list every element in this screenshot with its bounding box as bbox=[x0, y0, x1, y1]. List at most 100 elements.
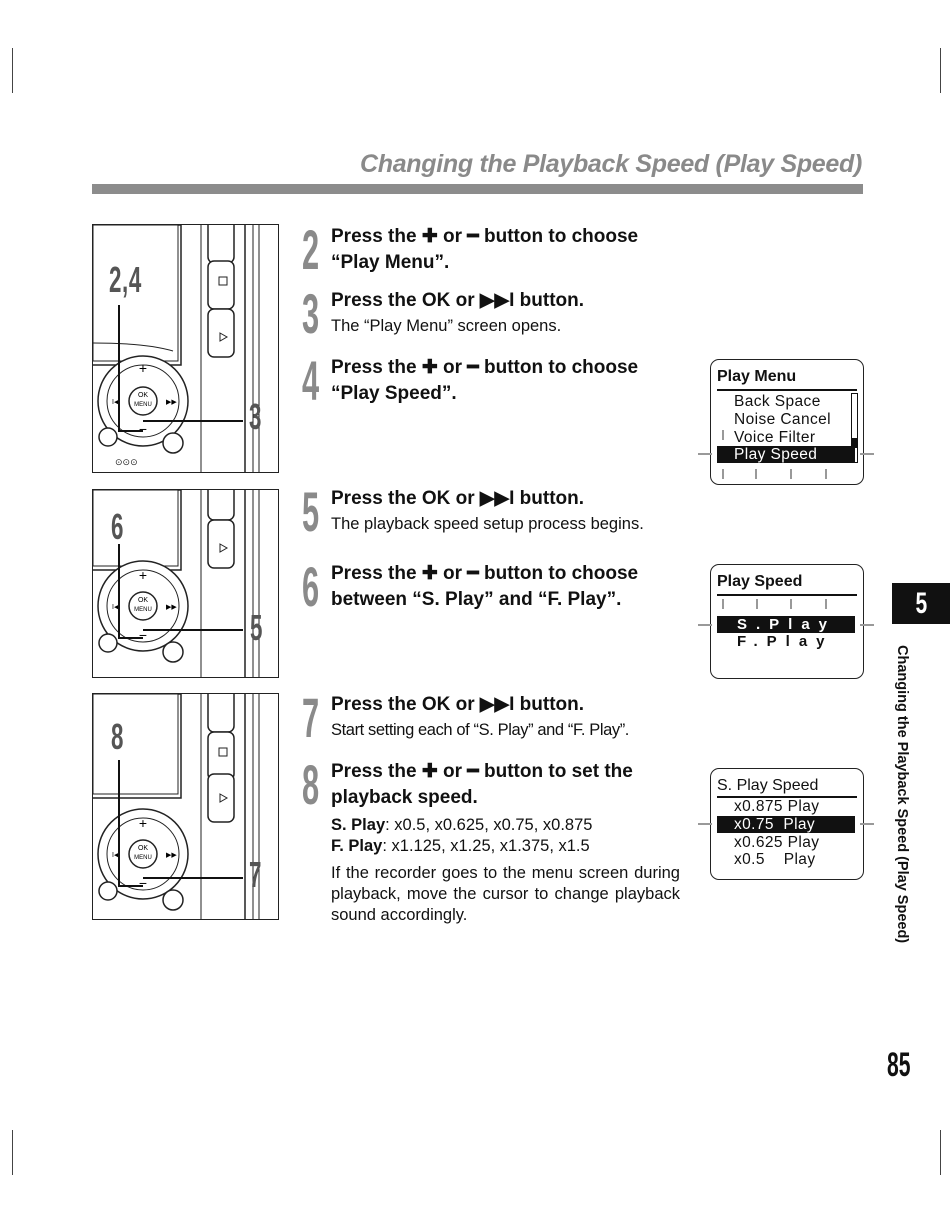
lcd-menu-item: x0.875 Play bbox=[734, 798, 820, 815]
svg-text:−: − bbox=[139, 875, 147, 891]
lcd-menu-item-selected: Play Speed bbox=[717, 446, 855, 463]
blink-indicator bbox=[825, 469, 827, 479]
step-7: 7 Press the OK or ▶▶I button. Start sett… bbox=[302, 690, 680, 746]
svg-text:−: − bbox=[139, 627, 147, 643]
step-number: 3 bbox=[302, 282, 320, 345]
blink-indicator bbox=[790, 469, 792, 479]
page-header-title: Changing the Playback Speed (Play Speed) bbox=[359, 150, 862, 178]
lcd-title-rule bbox=[717, 594, 857, 596]
header-rule bbox=[92, 184, 863, 194]
chapter-tab: 5 bbox=[892, 583, 950, 624]
blink-indicator bbox=[722, 430, 724, 440]
step-title: Press the ✚ or ━ button to set the playb… bbox=[331, 761, 633, 808]
splay-values-line: S. Play: x0.5, x0.625, x0.75, x0.875 bbox=[331, 815, 680, 836]
crop-mark bbox=[940, 48, 941, 93]
blink-indicator bbox=[722, 469, 724, 479]
step-5: 5 Press the OK or ▶▶I button. The playba… bbox=[302, 484, 680, 540]
recorder-illustration: OK MENU + − I◀ ▶▶ bbox=[93, 694, 260, 919]
step-title: Press the OK or ▶▶I button. bbox=[331, 290, 585, 311]
svg-text:▶▶: ▶▶ bbox=[166, 852, 177, 859]
crop-mark bbox=[940, 1130, 941, 1175]
lcd-menu-item: x0.625 Play bbox=[734, 834, 820, 851]
fplay-values-line: F. Play: x1.125, x1.25, x1.375, x1.5 bbox=[331, 836, 680, 857]
step-note: If the recorder goes to the menu screen … bbox=[331, 864, 680, 924]
blink-indicator bbox=[825, 599, 827, 609]
lcd-scrollbar-thumb bbox=[851, 438, 858, 448]
step-title: Press the OK or ▶▶I button. bbox=[331, 488, 585, 509]
blink-indicator bbox=[790, 599, 792, 609]
svg-text:−: − bbox=[139, 421, 147, 437]
figure-callout: 6 bbox=[111, 506, 125, 547]
fplay-values: : x1.125, x1.25, x1.375, x1.5 bbox=[382, 837, 590, 855]
lcd-menu-item-selected: S.Play bbox=[717, 616, 855, 633]
step-6: 6 Press the ✚ or ━ button to choose betw… bbox=[302, 559, 680, 615]
svg-text:▶▶: ▶▶ bbox=[166, 604, 177, 611]
svg-text:⊙⊙⊙: ⊙⊙⊙ bbox=[115, 457, 138, 467]
step-4: 4 Press the ✚ or ━ button to choose “Pla… bbox=[302, 349, 680, 412]
step-number: 5 bbox=[302, 480, 320, 543]
lcd-menu-item: Noise Cancel bbox=[734, 411, 831, 428]
crop-mark bbox=[12, 48, 13, 93]
side-section-label: Changing the Playback Speed (Play Speed) bbox=[886, 645, 916, 995]
chapter-number: 5 bbox=[915, 587, 927, 620]
lcd-menu-item: Voice Filter bbox=[734, 429, 816, 446]
step-title: Press the OK or ▶▶I button. bbox=[331, 694, 585, 715]
blink-indicator bbox=[860, 453, 874, 455]
blink-indicator bbox=[860, 624, 874, 626]
svg-text:+: + bbox=[139, 815, 147, 831]
figure-callout: 8 bbox=[111, 716, 125, 757]
splay-label: S. Play bbox=[331, 816, 386, 834]
fplay-label: F. Play bbox=[331, 837, 383, 855]
step-number: 7 bbox=[302, 686, 320, 749]
blink-indicator bbox=[698, 823, 712, 825]
blink-indicator bbox=[756, 599, 758, 609]
side-label-text: Changing the Playback Speed (Play Speed) bbox=[894, 645, 910, 944]
lcd-menu-item: x0.5 Play bbox=[734, 851, 816, 868]
blink-indicator bbox=[755, 469, 757, 479]
blink-indicator bbox=[698, 624, 712, 626]
lcd-scrollbar-track bbox=[851, 393, 858, 463]
lcd-play-speed: Play Speed S.Play F.Play bbox=[710, 564, 864, 679]
svg-text:MENU: MENU bbox=[134, 855, 152, 861]
lcd-play-menu: Play Menu Back Space Noise Cancel Voice … bbox=[710, 359, 864, 485]
recorder-figure: OK MENU + − I◀ ▶▶ 8 7 bbox=[92, 693, 279, 920]
lcd-menu-item: Back Space bbox=[734, 393, 821, 410]
figure-callout: 2,4 bbox=[109, 259, 142, 300]
recorder-figure: OK MENU + − I◀ ▶▶ ⊙⊙⊙ 2,4 3 bbox=[92, 224, 279, 473]
splay-values: : x0.5, x0.625, x0.75, x0.875 bbox=[385, 816, 593, 834]
blink-indicator bbox=[722, 599, 724, 609]
lcd-title: Play Menu bbox=[717, 368, 797, 385]
recorder-figure: OK MENU + − I◀ ▶▶ 6 5 bbox=[92, 489, 279, 678]
svg-text:OK: OK bbox=[138, 597, 148, 604]
svg-text:OK: OK bbox=[138, 392, 148, 399]
step-title: Press the ✚ or ━ button to choose “Play … bbox=[331, 226, 639, 273]
figure-callout: 3 bbox=[249, 396, 263, 437]
svg-text:OK: OK bbox=[138, 845, 148, 852]
lcd-title-rule bbox=[717, 796, 857, 798]
step-title: Press the ✚ or ━ button to choose betwee… bbox=[331, 563, 639, 610]
svg-text:+: + bbox=[139, 567, 147, 583]
step-8: 8 Press the ✚ or ━ button to set the pla… bbox=[302, 757, 680, 926]
svg-text:I◀: I◀ bbox=[112, 852, 120, 859]
svg-text:I◀: I◀ bbox=[112, 604, 120, 611]
lcd-title: S. Play Speed bbox=[717, 777, 819, 794]
lcd-title: Play Speed bbox=[717, 573, 803, 590]
step-description: The “Play Menu” screen opens. bbox=[331, 317, 562, 335]
recorder-illustration: OK MENU + − I◀ ▶▶ bbox=[93, 490, 260, 677]
step-description: The playback speed setup process begins. bbox=[331, 515, 644, 533]
figure-callout: 7 bbox=[249, 854, 263, 895]
svg-text:I◀: I◀ bbox=[112, 399, 120, 406]
blink-indicator bbox=[698, 453, 712, 455]
svg-text:▶▶: ▶▶ bbox=[166, 399, 177, 406]
lcd-title-rule bbox=[717, 389, 857, 391]
crop-mark bbox=[12, 1130, 13, 1175]
step-3: 3 Press the OK or ▶▶I button. The “Play … bbox=[302, 286, 680, 342]
recorder-illustration: OK MENU + − I◀ ▶▶ ⊙⊙⊙ bbox=[93, 225, 260, 472]
step-number: 4 bbox=[302, 349, 320, 412]
page-number: 85 bbox=[887, 1046, 911, 1084]
lcd-splay-speed: S. Play Speed x0.875 Play x0.75 Play x0.… bbox=[710, 768, 864, 880]
blink-indicator bbox=[860, 823, 874, 825]
svg-text:MENU: MENU bbox=[134, 402, 152, 408]
lcd-menu-item: F.Play bbox=[737, 633, 834, 650]
lcd-menu-item-selected: x0.75 Play bbox=[717, 816, 855, 833]
